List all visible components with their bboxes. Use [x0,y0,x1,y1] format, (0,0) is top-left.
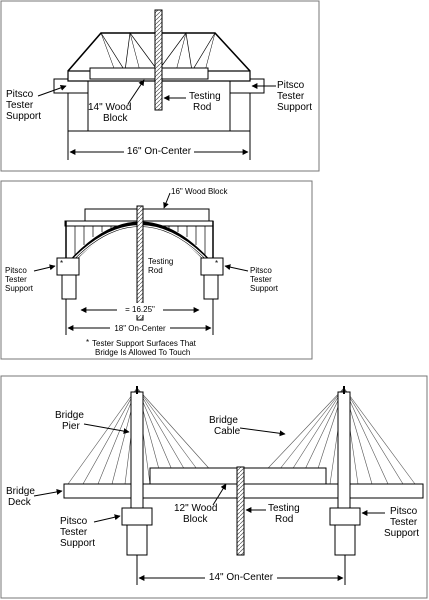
leader-right-support [224,264,249,272]
dim-label-bg [117,303,163,315]
panel-frame [0,0,320,172]
right-tester-support [200,257,224,276]
wood-block-label: 16" Wood Block [171,187,229,196]
dim-label-bg [205,569,277,583]
touch-marker-right: * [215,259,218,268]
left-support-post [61,274,77,300]
leader-left-support [93,514,121,523]
panel-frame [0,180,313,360]
leader-wood-block [163,192,171,209]
wood-block [89,67,209,80]
note-marker: * [86,338,89,347]
leader-wood-block [212,483,227,506]
left-tester-support [121,507,153,526]
leader-bridge-deck [33,488,63,497]
touch-marker-left: * [60,259,63,268]
span-label: 16" On-Center [127,146,192,157]
leader-bridge-cable [239,427,286,437]
leader-left-support [33,264,56,272]
panel-frame [0,375,428,599]
right-tester-support [329,507,361,526]
inner-span-label: = 16.25" [125,305,155,314]
right-support-post [334,524,356,556]
dim-label-bg [110,321,170,333]
left-support-post [126,524,148,556]
testing-rod [154,9,163,111]
dim-label-bg [124,143,194,157]
testing-rod [136,205,144,321]
leader-bridge-pier [83,423,130,435]
leader-wood-block [127,79,145,105]
testing-rod [236,466,245,556]
right-support-post [203,274,219,300]
leader-left-support [37,84,67,97]
wood-block [84,208,210,223]
span-label: 14" On-Center [209,572,274,583]
span-label: 18" On-Center [114,324,166,333]
